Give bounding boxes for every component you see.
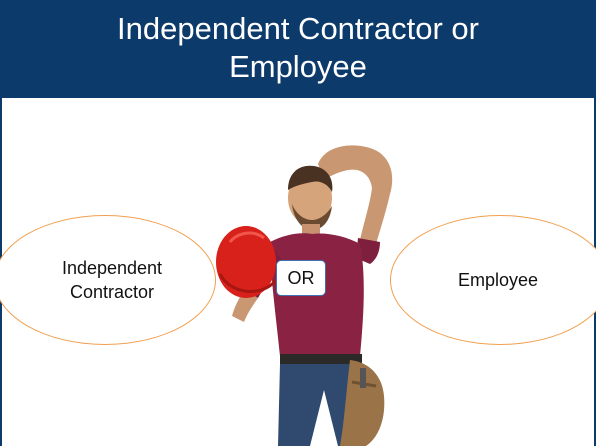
employee-bubble: Employee [390, 215, 596, 345]
belt [280, 354, 362, 364]
title-bar: Independent Contractor or Employee [0, 0, 596, 98]
tool-handle [360, 368, 366, 388]
or-box: OR [276, 260, 326, 296]
helmet-highlight [228, 231, 265, 244]
helmet-brim [218, 273, 278, 293]
beard [292, 204, 332, 230]
tool-bag [340, 360, 385, 446]
hair [288, 165, 333, 192]
raised-arm [318, 145, 393, 244]
independent-contractor-label: Independent Contractor [61, 258, 163, 302]
left-forearm [232, 290, 258, 322]
slide-title: Independent Contractor or Employee [117, 11, 479, 84]
helmet [216, 226, 276, 298]
independent-contractor-bubble: Independent Contractor [0, 215, 216, 345]
employee-label: Employee [457, 270, 539, 290]
